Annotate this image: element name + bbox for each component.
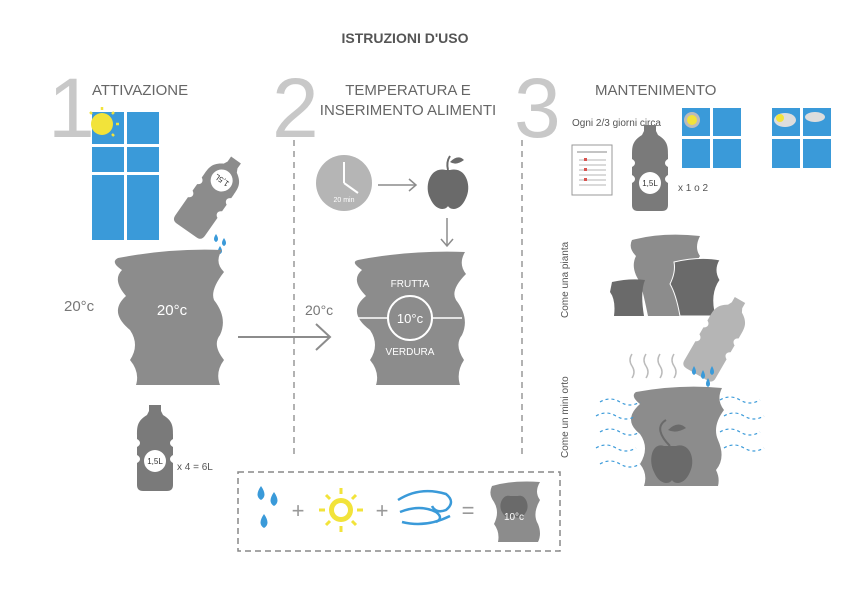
formula-result-temp: 10°c xyxy=(504,512,524,523)
plus-sign: + xyxy=(292,498,305,523)
step-2-vase-temp: 10°c xyxy=(397,311,424,326)
step-2-outside-temp: 20°c xyxy=(305,302,333,318)
equals-sign: = xyxy=(462,498,475,523)
step-2-heading-line1: TEMPERATURA E xyxy=(345,82,471,99)
sun-icon xyxy=(91,113,113,135)
pouring-bottle-icon: 1,5L xyxy=(171,149,251,241)
step-2: 2 TEMPERATURA E INSERIMENTO ALIMENTI 20 … xyxy=(272,61,496,385)
step-3-bottle-count: x 1 o 2 xyxy=(678,183,708,194)
step-3-frequency: Ogni 2/3 giorni circa xyxy=(572,118,661,129)
step-1-vase-temp: 20°c xyxy=(157,302,188,319)
plus-sign: + xyxy=(376,498,389,523)
vase-icon: 10°c xyxy=(490,481,540,542)
step-1-outside-temp: 20°c xyxy=(64,298,95,315)
water-drops-icon xyxy=(257,486,278,528)
step-3-heading: MANTENIMENTO xyxy=(595,82,716,99)
clock-icon: 20 min xyxy=(316,155,372,211)
window-sun-icon xyxy=(682,108,741,168)
step-3: 3 MANTENIMENTO Ogni 2/3 giorni circa xyxy=(514,61,831,486)
water-drops-icon xyxy=(692,366,714,387)
step-2-number: 2 xyxy=(272,61,319,155)
svg-text:1,5L: 1,5L xyxy=(147,457,163,466)
step-1: 1 ATTIVAZIONE 1,5L xyxy=(48,61,332,491)
side-label-plant: Come una pianta xyxy=(560,241,571,318)
mini-garden-vase-icon xyxy=(595,353,765,486)
arrow-right-icon xyxy=(378,178,418,192)
step-2-heading-line2: INSERIMENTO ALIMENTI xyxy=(320,102,496,119)
vase-top-label: FRUTTA xyxy=(391,279,430,290)
apple-icon xyxy=(427,155,469,209)
calendar-icon xyxy=(571,144,613,196)
step-1-bottle-count: x 4 = 6L xyxy=(177,462,213,473)
step-1-number: 1 xyxy=(48,61,95,155)
window-clouds-icon xyxy=(772,108,831,168)
page-title: ISTRUZIONI D'USO xyxy=(342,30,469,46)
bottle-icon: 1,5L xyxy=(632,125,668,211)
side-label-garden: Come un mini orto xyxy=(560,376,571,458)
vase-icon: 10°c FRUTTA VERDURA xyxy=(354,251,466,385)
plant-vases-icon xyxy=(610,234,721,317)
svg-text:1,5L: 1,5L xyxy=(642,179,658,188)
bottle-icon: 1,5L xyxy=(137,405,173,491)
vase-icon: 20°c xyxy=(114,249,224,385)
arrow-down-icon xyxy=(440,218,454,248)
formula-box: + + = 10°c xyxy=(237,471,561,552)
sun-icon xyxy=(319,488,363,532)
window-with-sun-icon xyxy=(89,107,159,240)
arrow-right-icon xyxy=(238,323,332,351)
step-1-heading: ATTIVAZIONE xyxy=(92,82,188,99)
vase-bottom-label: VERDURA xyxy=(386,347,435,358)
clock-label: 20 min xyxy=(333,197,354,204)
wind-icon xyxy=(397,489,453,526)
step-3-number: 3 xyxy=(514,61,561,155)
